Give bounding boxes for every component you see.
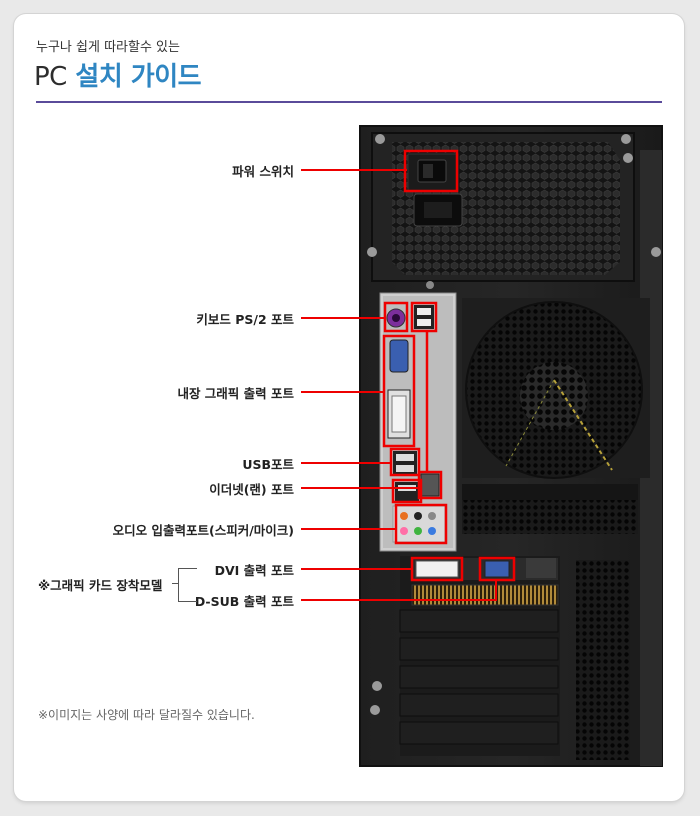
disclaimer-note: ※이미지는 사양에 따라 달라질수 있습니다. — [38, 708, 255, 722]
highlight-audio — [394, 503, 448, 545]
graphics-card-bracket-tick — [172, 583, 178, 584]
line-internal-graphics — [301, 391, 384, 393]
title-guide: 설치 가이드 — [75, 62, 202, 92]
highlight-keyboard — [383, 301, 409, 333]
label-ethernet: 이더넷(랜) 포트 — [209, 482, 294, 497]
label-dvi: DVI 출력 포트 — [214, 563, 294, 578]
label-audio: 오디오 입출력포트(스피커/마이크) — [112, 523, 294, 538]
highlight-dsub — [478, 556, 516, 582]
label-internal-graphics: 내장 그래픽 출력 포트 — [177, 386, 294, 401]
highlight-ethernet — [417, 470, 443, 500]
subtitle: 누구나 쉽게 따라할수 있는 — [36, 40, 180, 55]
graphics-card-bracket — [178, 568, 197, 602]
graphics-card-group-label: ※그래픽 카드 장착모델 — [38, 578, 163, 593]
line-usb — [301, 462, 392, 464]
label-dsub: D-SUB 출력 포트 — [194, 594, 294, 609]
page-title: PC 설치 가이드 — [34, 56, 202, 93]
line-ethernet — [301, 487, 419, 489]
label-usb: USB포트 — [242, 457, 294, 472]
title-pc: PC — [34, 62, 67, 92]
label-power-switch: 파워 스위치 — [232, 164, 294, 179]
highlight-power-switch — [403, 149, 459, 193]
line-dsub — [301, 599, 496, 601]
highlight-internal-graphics — [382, 334, 416, 448]
title-divider — [36, 101, 662, 103]
highlight-usb-bottom — [391, 478, 423, 504]
highlight-dvi — [410, 556, 464, 582]
line-audio — [301, 528, 396, 530]
label-keyboard: 키보드 PS/2 포트 — [196, 312, 294, 327]
line-dsub-vertical — [495, 580, 497, 601]
line-dvi — [301, 568, 412, 570]
line-power-switch — [301, 169, 407, 171]
highlight-usb-top — [410, 301, 438, 333]
line-keyboard — [301, 317, 385, 319]
